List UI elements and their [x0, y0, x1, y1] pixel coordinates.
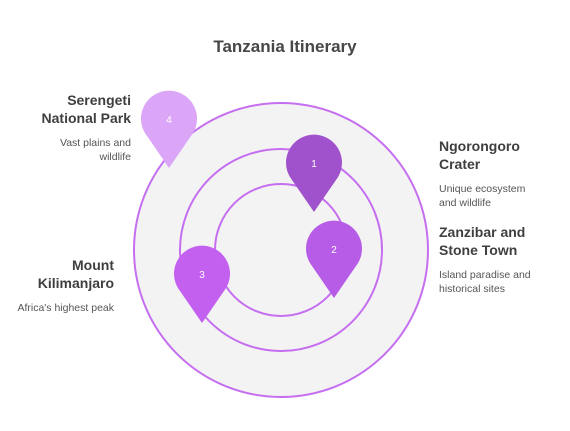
diagram-title: Tanzania Itinerary	[213, 37, 357, 56]
stop-1-name-line-2: Crater	[439, 156, 481, 172]
stop-1-description: Unique ecosystem and wildlife	[439, 182, 525, 210]
stop-1-desc-line-2: and wildlife	[439, 197, 491, 209]
stop-4-name-line-2: National Park	[41, 110, 131, 126]
stop-3-name: Mount Kilimanjaro	[17, 256, 114, 292]
pin-1-number: 1	[311, 159, 317, 170]
pin-2-marker[interactable]: 2	[306, 220, 362, 298]
pin-4-number: 4	[166, 115, 172, 126]
middle-ring	[179, 148, 383, 352]
pin-1-marker[interactable]: 1	[286, 134, 343, 212]
pin-2-number: 2	[331, 245, 337, 256]
stop-3-desc-line-1: Africa's highest peak	[17, 302, 114, 314]
stop-3-name-line-1: Mount	[72, 257, 114, 273]
stop-4-desc-line-2: wildlife	[99, 151, 131, 163]
stop-1-label-block: Ngorongoro Crater Unique ecosystem and w…	[439, 137, 525, 210]
stop-3-label-block: Mount Kilimanjaro Africa's highest peak	[17, 256, 114, 315]
stop-2-description: Island paradise and historical sites	[439, 268, 531, 296]
outer-ring	[133, 102, 429, 398]
stop-2-name-line-1: Zanzibar and	[439, 224, 526, 240]
stop-2-name-line-2: Stone Town	[439, 242, 518, 258]
stop-1-desc-line-1: Unique ecosystem	[439, 183, 526, 195]
stop-1-name: Ngorongoro Crater	[439, 137, 525, 173]
stop-2-label-block: Zanzibar and Stone Town Island paradise …	[439, 223, 531, 296]
stop-1-name-line-1: Ngorongoro	[439, 138, 520, 154]
pin-3-marker[interactable]: 3	[174, 245, 231, 323]
stop-3-description: Africa's highest peak	[17, 301, 114, 315]
stop-4-name: Serengeti National Park	[42, 91, 131, 127]
stop-4-label-block: Serengeti National Park Vast plains and …	[42, 91, 131, 164]
stop-4-name-line-1: Serengeti	[67, 92, 131, 108]
stop-3-name-line-2: Kilimanjaro	[37, 275, 114, 291]
stop-2-name: Zanzibar and Stone Town	[439, 223, 531, 259]
stop-4-description: Vast plains and wildlife	[42, 136, 131, 164]
pin-4-marker[interactable]: 4	[141, 90, 198, 168]
stop-2-desc-line-1: Island paradise and	[439, 269, 531, 281]
pin-3-number: 3	[199, 270, 205, 281]
stop-2-desc-line-2: historical sites	[439, 283, 505, 295]
stop-4-desc-line-1: Vast plains and	[59, 137, 131, 149]
